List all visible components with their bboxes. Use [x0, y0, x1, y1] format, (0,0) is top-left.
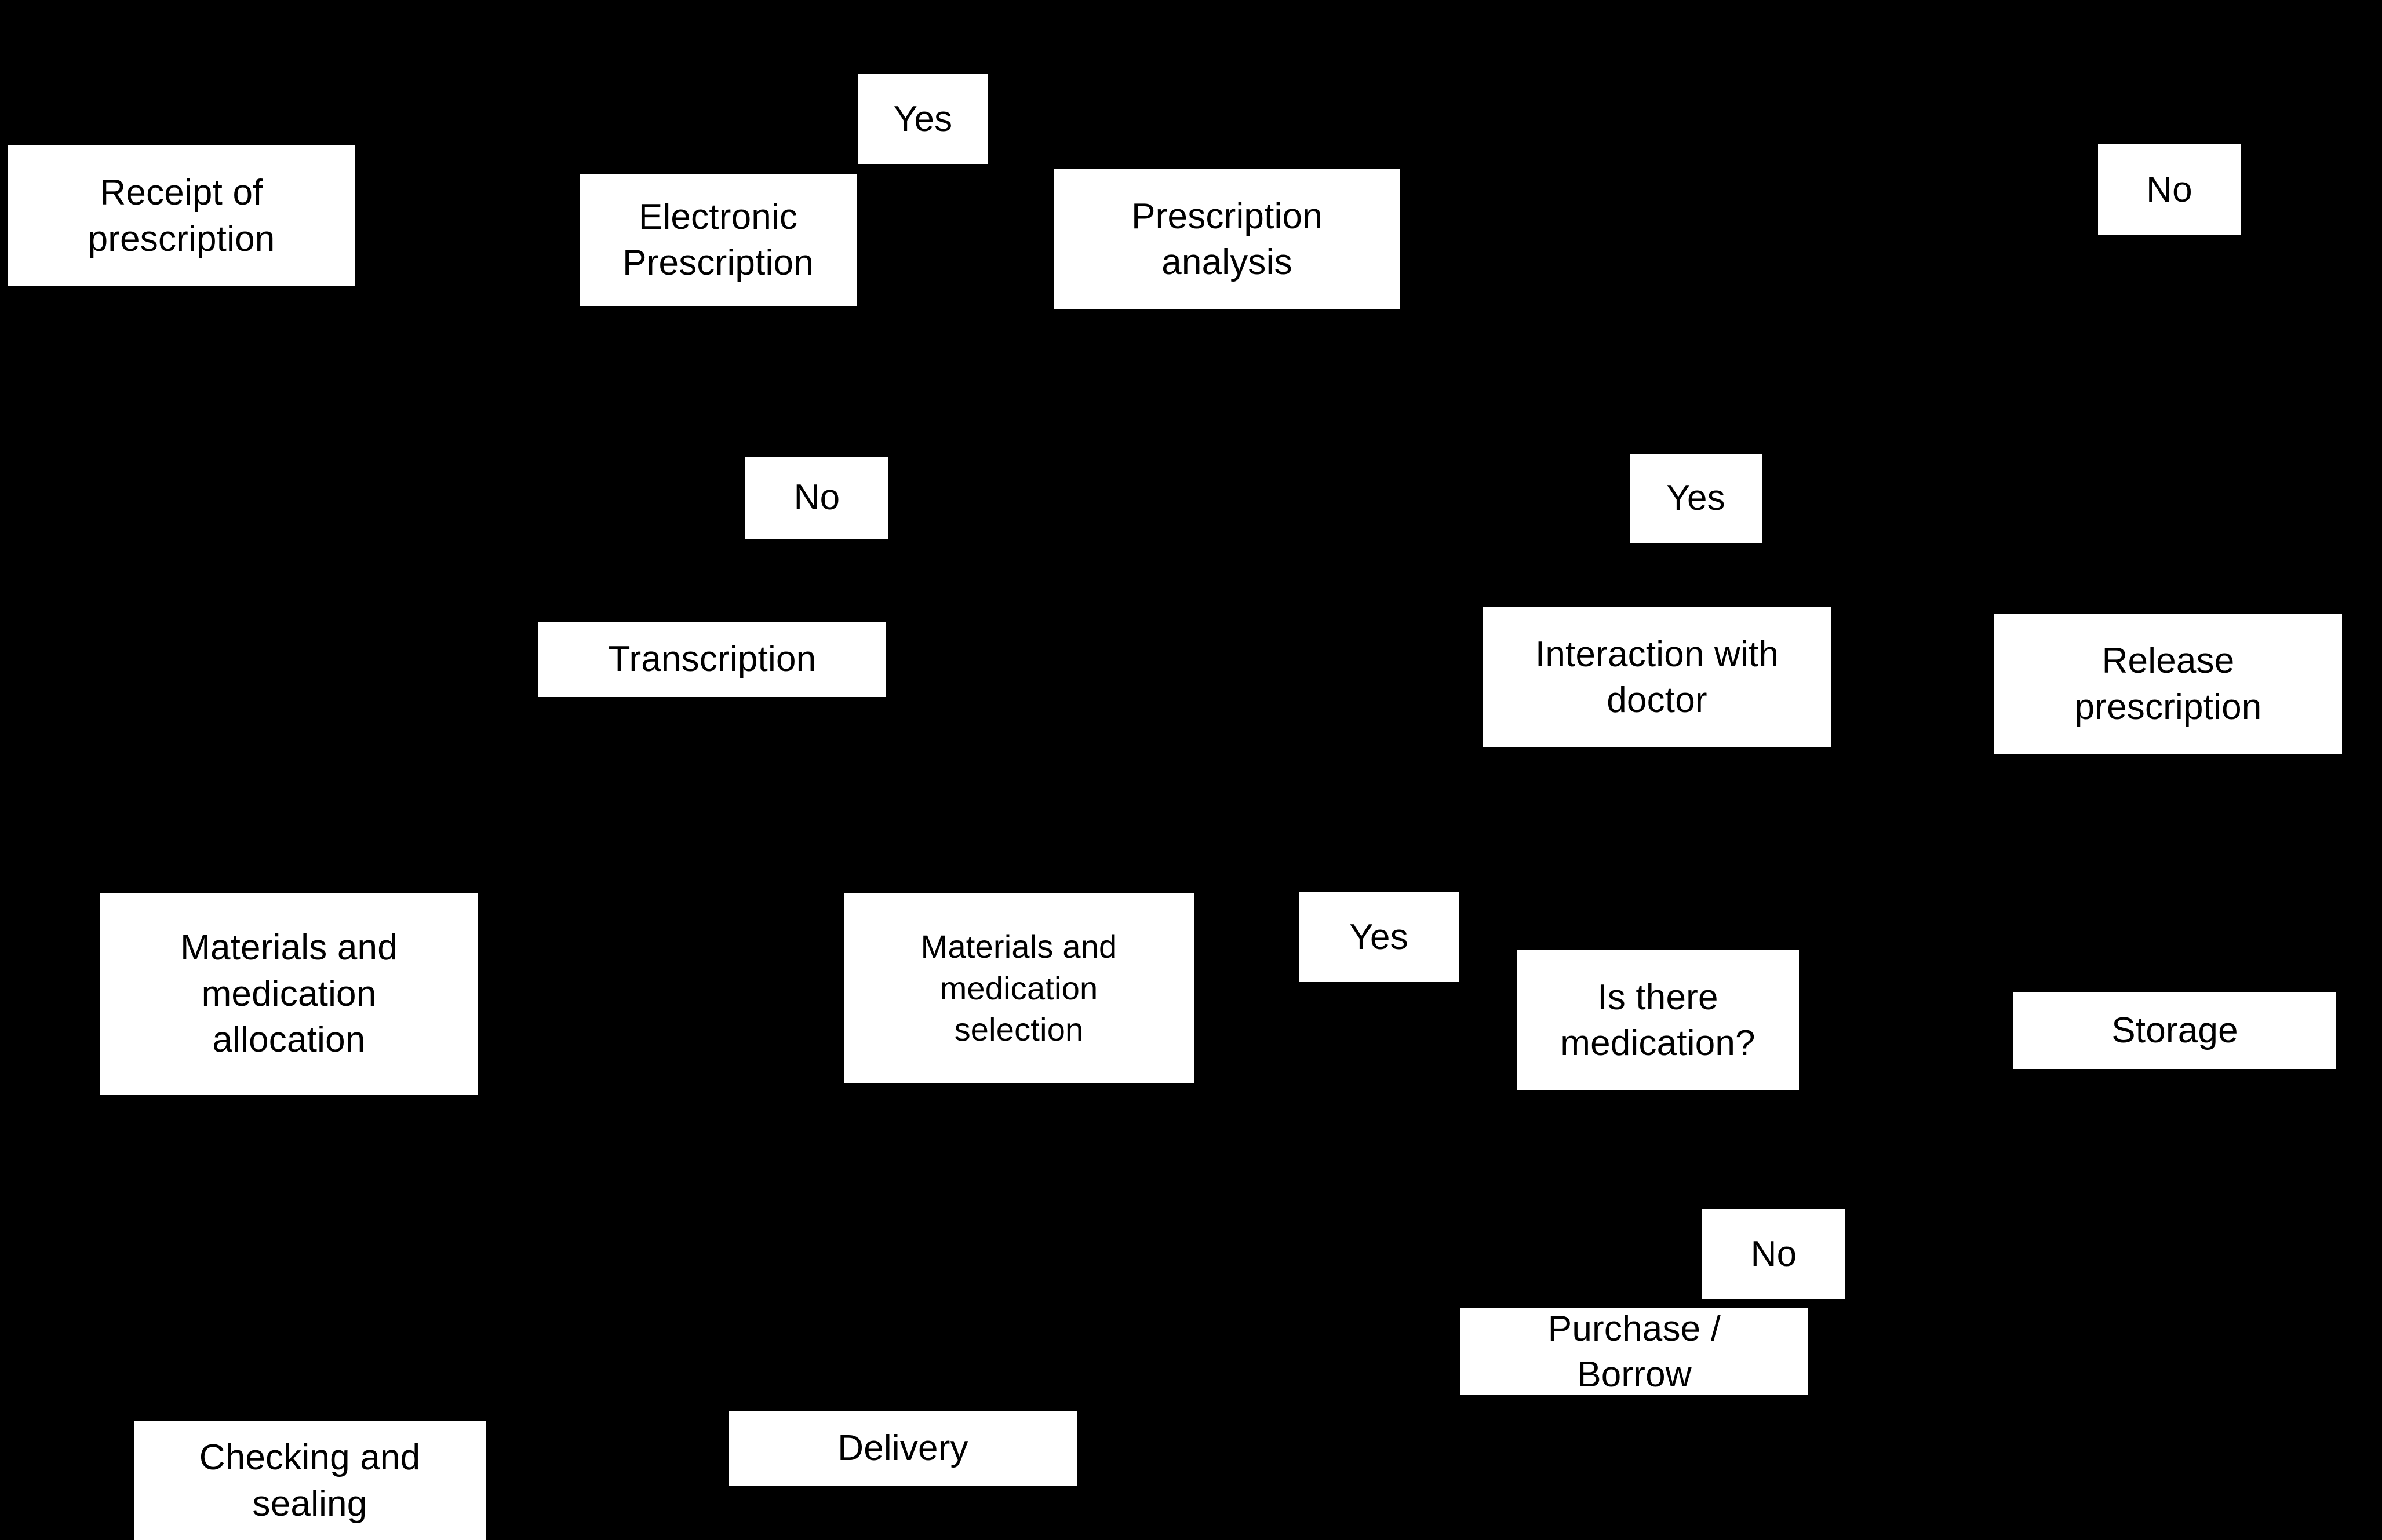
flow-node-is-there-medication[interactable]: Is there medication?: [1517, 950, 1799, 1090]
flow-node-checking-and-sealing[interactable]: Checking and sealing: [134, 1421, 486, 1540]
flow-node-transcription[interactable]: Transcription: [538, 622, 886, 697]
flow-node-yes-is-there-medication[interactable]: Yes: [1299, 892, 1459, 982]
flow-node-release-prescription[interactable]: Release prescription: [1994, 614, 2342, 754]
flow-node-yes-interaction-doctor[interactable]: Yes: [1630, 454, 1762, 543]
flow-node-interaction-with-doctor[interactable]: Interaction with doctor: [1483, 607, 1831, 747]
flow-node-receipt-of-prescription[interactable]: Receipt of prescription: [8, 145, 355, 286]
flow-node-prescription-analysis[interactable]: Prescription analysis: [1054, 169, 1400, 309]
flow-node-yes-electronic-prescription[interactable]: Yes: [858, 74, 988, 164]
flow-node-materials-medication-selection[interactable]: Materials and medication selection: [844, 893, 1194, 1083]
flow-node-no-is-there-medication[interactable]: No: [1702, 1209, 1845, 1299]
flow-node-no-prescription-analysis[interactable]: No: [2098, 144, 2241, 235]
flow-node-delivery[interactable]: Delivery: [729, 1411, 1077, 1486]
flow-node-materials-medication-allocation[interactable]: Materials and medication allocation: [100, 893, 478, 1095]
flow-node-purchase-borrow[interactable]: Purchase / Borrow: [1460, 1308, 1808, 1395]
flow-node-storage[interactable]: Storage: [2013, 992, 2336, 1069]
flow-node-electronic-prescription[interactable]: Electronic Prescription: [580, 174, 857, 306]
flow-node-no-electronic-prescription[interactable]: No: [745, 457, 888, 539]
